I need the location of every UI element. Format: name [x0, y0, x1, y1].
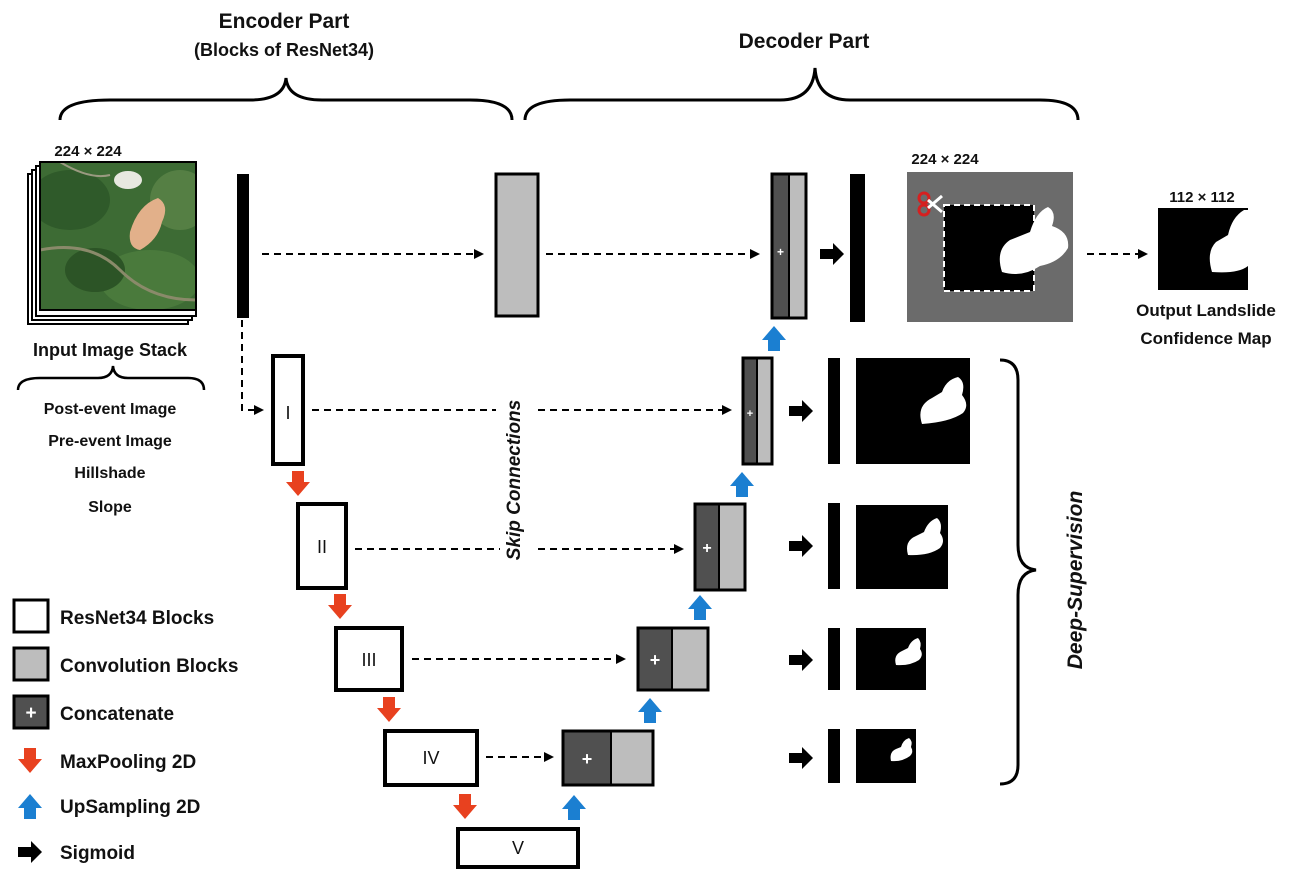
input-to-block1-connection — [241, 320, 264, 415]
sigmoid-arrow-1 — [789, 400, 813, 422]
satellite-image — [40, 162, 196, 310]
legend-conv-swatch — [12, 646, 50, 682]
ds-mask-4 — [856, 729, 916, 783]
concat-block-1: + — [741, 356, 774, 466]
ds-mask-2 — [856, 505, 948, 589]
skip-connections-label: Skip Connections — [504, 400, 525, 560]
legend-resnet-swatch — [12, 598, 50, 634]
resnet-block-5-label: V — [512, 838, 524, 858]
concat-plus-2: + — [702, 540, 711, 557]
resnet-block-4-label: IV — [422, 748, 439, 768]
legend-sigmoid-arrow — [18, 841, 42, 863]
resnet-block-4: IV — [383, 729, 479, 787]
upsample-arrow-1 — [730, 472, 754, 497]
resnet-block-3: III — [334, 626, 404, 692]
deep-supervision-label: Deep-Supervision — [1064, 491, 1087, 670]
decoder-title: Decoder Part — [739, 30, 870, 53]
legend-upsample-label: UpSampling 2D — [60, 797, 200, 818]
legend-upsample-arrow — [18, 794, 42, 819]
output-label-line1: Output Landslide — [1136, 301, 1276, 320]
ds-mask-3 — [856, 628, 926, 690]
upsample-arrow-top — [762, 326, 786, 351]
sigmoid-arrow-top — [820, 243, 844, 265]
concat-plus-3: + — [650, 650, 661, 670]
encoder-brace — [58, 77, 514, 121]
concat-block-4: + — [561, 729, 655, 787]
input-layer-post-event: Post-event Image — [44, 401, 177, 418]
output-bar-top — [850, 174, 865, 322]
resnet-block-3-label: III — [361, 650, 376, 670]
encoder-title: Encoder Part — [219, 10, 350, 33]
output-size-label: 112 × 112 — [1169, 189, 1235, 206]
deep-supervision-brace — [999, 358, 1037, 786]
resnet-block-1-label: I — [285, 403, 290, 423]
input-layer-pre-event: Pre-event Image — [48, 433, 172, 450]
upsample-arrow-3 — [638, 698, 662, 723]
legend-conv-label: Convolution Blocks — [60, 656, 238, 677]
resnet-block-2: II — [296, 502, 348, 590]
concat-plus-4: + — [582, 749, 593, 769]
legend-concat-label: Concatenate — [60, 704, 174, 725]
ds-bar-3 — [828, 628, 840, 690]
concat-block-3: + — [636, 626, 710, 692]
maxpool-arrow-1 — [286, 471, 310, 496]
concat-block-top: + — [770, 172, 808, 320]
legend-sigmoid-label: Sigmoid — [60, 843, 135, 864]
upsample-arrow-4 — [562, 795, 586, 820]
input-brace — [16, 365, 206, 391]
scissors-icon — [917, 191, 943, 217]
concat-plus-top: + — [777, 245, 784, 259]
legend-maxpool-label: MaxPooling 2D — [60, 752, 196, 773]
sigmoid-arrow-3 — [789, 649, 813, 671]
legend-concat-swatch — [12, 694, 50, 730]
sigmoid-arrow-2 — [789, 535, 813, 557]
decoder-brace — [523, 67, 1080, 121]
concat-plus-1: + — [747, 408, 753, 420]
maxpool-arrow-2 — [328, 594, 352, 619]
input-feature-bar — [237, 174, 249, 318]
input-stack-title: Input Image Stack — [33, 340, 188, 360]
input-size-label: 224 × 224 — [54, 143, 122, 160]
output-label-line2: Confidence Map — [1140, 329, 1271, 348]
legend-maxpool-arrow — [18, 748, 42, 773]
input-image-stack — [27, 161, 197, 325]
resnet-block-2-label: II — [317, 537, 327, 557]
ds-bar-1 — [828, 358, 840, 464]
input-layer-slope: Slope — [88, 499, 132, 516]
upsample-arrow-2 — [688, 595, 712, 620]
ds-bar-4 — [828, 729, 840, 783]
legend: ResNet34 Blocks Convolution Blocks + Con… — [12, 598, 238, 864]
input-layer-hillshade: Hillshade — [74, 465, 145, 482]
maxpool-arrow-4 — [453, 794, 477, 819]
output-confidence-map — [1158, 208, 1248, 290]
sigmoid-arrow-4 — [789, 747, 813, 769]
legend-resnet-label: ResNet34 Blocks — [60, 608, 214, 629]
encoder-subtitle: (Blocks of ResNet34) — [194, 40, 374, 60]
concat-block-2: + — [693, 502, 747, 592]
crop-size-label: 224 × 224 — [911, 151, 979, 168]
resnet-block-5: V — [456, 827, 580, 869]
top-conv-block — [494, 172, 540, 318]
crop-output-image — [907, 172, 1073, 322]
maxpool-arrow-3 — [377, 697, 401, 722]
legend-concat-plus: + — [25, 703, 36, 724]
resnet-block-1: I — [271, 354, 305, 466]
ds-mask-1 — [856, 358, 970, 464]
ds-bar-2 — [828, 503, 840, 589]
